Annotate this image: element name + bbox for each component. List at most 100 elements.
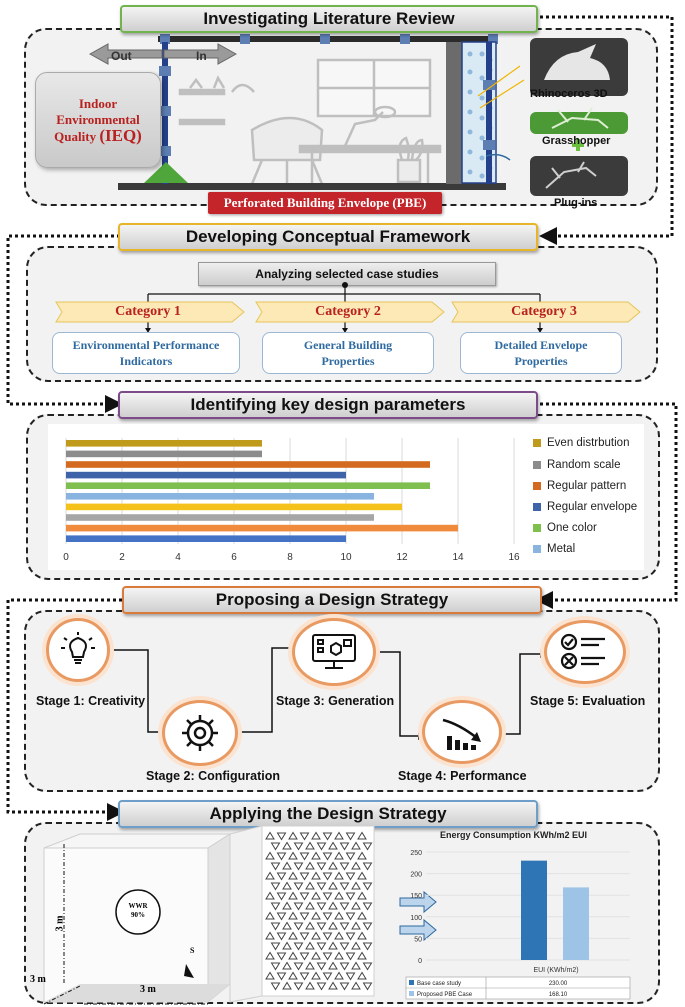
perforation-triangle [345, 932, 356, 941]
stage-5-circle [544, 620, 626, 684]
perforation-triangle [351, 981, 361, 990]
perforation-triangle [322, 932, 333, 941]
legend-label: One color [547, 522, 597, 534]
perforation-triangle [276, 832, 287, 841]
perforation-triangle [265, 931, 275, 940]
perforation-triangle [270, 962, 281, 971]
perforation-triangle [362, 942, 373, 951]
x-tick-label: 8 [287, 552, 293, 563]
bar [563, 887, 589, 960]
perforation-triangle [328, 981, 338, 990]
table-swatch [409, 980, 414, 985]
tool-rhino-label: Rhinoceros 3D [530, 88, 608, 100]
perforation-triangle [351, 861, 361, 870]
perforation-triangle [282, 881, 292, 890]
legend-label: Regular envelope [547, 501, 638, 513]
perforation-triangle [334, 831, 344, 840]
perforation-triangle [276, 952, 287, 961]
x-tick-label: 0 [63, 552, 69, 563]
perforation-triangle [357, 891, 367, 900]
perforation-triangle [293, 902, 304, 911]
category-3-desc-line2: Properties [514, 354, 568, 368]
perforation-triangle [345, 972, 356, 981]
perforation-triangle [282, 981, 292, 990]
perforation-triangle [334, 891, 344, 900]
perforation-triangle [357, 851, 367, 860]
perforation-triangle [311, 871, 321, 880]
category-1-label: Category 1 [115, 304, 181, 319]
perforation-triangle [305, 981, 315, 990]
perforation-triangle [282, 941, 292, 950]
perforation-triangle [293, 922, 304, 931]
eui-chart-title: Energy Consumption KWh/m2 EUI [440, 830, 588, 840]
strategy-flow [110, 644, 546, 740]
tool-grasshopper-label: Grasshopper [542, 135, 611, 147]
legend-item: Regular envelope [533, 501, 637, 513]
category-1-desc-line1: Environmental Performance [72, 338, 220, 352]
section-title-parameters: Identifying key design parameters [118, 391, 538, 419]
perforation-triangle [351, 881, 361, 890]
perforation-triangle [345, 892, 356, 901]
perforation-triangle [328, 941, 338, 950]
stage-4-circle [422, 700, 502, 764]
category-2-desc-line1: General Building [303, 338, 393, 352]
category-3-desc-line1: Detailed Envelope [494, 338, 588, 352]
perforation-triangle [299, 932, 310, 941]
perforation-triangle [299, 852, 310, 861]
bar [66, 535, 346, 542]
model-illustration [43, 826, 437, 1005]
perforation-triangle [265, 951, 275, 960]
perforation-triangle [316, 862, 327, 871]
perforation-triangle [322, 892, 333, 901]
perforation-triangle [311, 911, 321, 920]
perforation-triangle [293, 862, 304, 871]
perforation-triangle [265, 891, 275, 900]
perforation-triangle [322, 872, 333, 881]
perforation-triangle [265, 971, 275, 980]
stage-3-circle [292, 618, 376, 686]
section-title-literature: Investigating Literature Review [120, 5, 538, 33]
grasshopper-icon [530, 112, 628, 134]
section-title-framework: Developing Conceptual Framework [118, 223, 538, 251]
perforation-triangle [288, 971, 298, 980]
perforation-triangle [351, 921, 361, 930]
ieq-abbr: (IEQ) [99, 125, 142, 145]
legend-item: Regular pattern [533, 480, 626, 492]
perforation-triangle [357, 951, 367, 960]
perforation-triangle [316, 942, 327, 951]
perforation-triangle [328, 901, 338, 910]
perforation-triangle [288, 911, 298, 920]
y-tick-label: 100 [410, 915, 422, 922]
lightbulb-icon [61, 632, 95, 664]
plugins-icon [530, 156, 628, 196]
perforation-triangle [357, 931, 367, 940]
legend-item: One color [533, 522, 597, 534]
perforation-triangle [362, 962, 373, 971]
ieq-box: Indoor Environmental Quality (IEQ) [35, 72, 161, 168]
section-title-applying: Applying the Design Strategy [118, 800, 538, 828]
perforation-triangle [276, 892, 287, 901]
legend-swatch [533, 545, 541, 553]
stage-3-label: Stage 3: Generation [276, 694, 395, 708]
x-tick-label: 4 [175, 552, 181, 563]
category-1-desc-line2: Indicators [119, 354, 173, 368]
perforation-triangle [270, 922, 281, 931]
perforation-triangle [362, 982, 373, 991]
gear-icon [182, 715, 218, 751]
table-category: Base case study [417, 981, 461, 987]
perforation-triangle [305, 841, 315, 850]
perforation-triangle [305, 901, 315, 910]
perforation-triangle [334, 851, 344, 860]
perforation-triangle [339, 922, 350, 931]
perforation-triangle [299, 912, 310, 921]
perforation-triangle [362, 882, 373, 891]
perforation-triangle [293, 962, 304, 971]
stage-5-label: Stage 5: Evaluation [530, 694, 646, 708]
stage-2-label: Stage 2: Configuration [146, 769, 281, 783]
x-tick-label: 14 [452, 552, 464, 563]
perforation-triangle [339, 862, 350, 871]
